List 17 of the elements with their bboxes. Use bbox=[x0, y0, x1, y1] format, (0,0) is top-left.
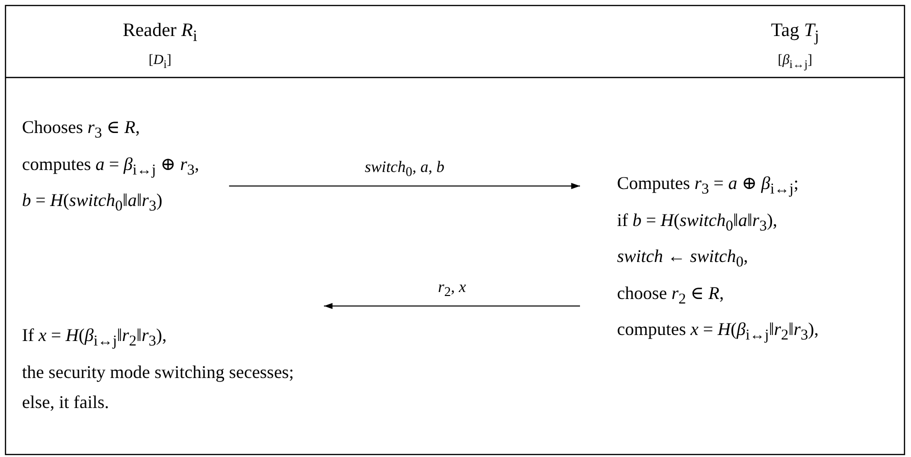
protocol-step-text: the security mode switching secesses; bbox=[22, 360, 294, 384]
protocol-step-text: if b = H(switch$_{0}$‖a‖r$_{3}$), bbox=[617, 208, 778, 236]
column-heading: Reader R$_{i}$ bbox=[122, 19, 198, 47]
protocol-step-text: b = H(switch$_{0}$‖a‖r$_{3}$) bbox=[22, 189, 162, 217]
message-arrow bbox=[229, 182, 580, 190]
protocol-step-text: Computes r$_{3}$ = a ⊕ β$_{i↔j}$; bbox=[617, 172, 799, 200]
message-arrow bbox=[324, 302, 580, 310]
protocol-step-text: computes a = β$_{i↔j}$ ⊕ r$_{3}$, bbox=[22, 152, 200, 180]
protocol-step-text: computes x = H(β$_{i↔j}$‖r$_{2}$‖r$_{3}$), bbox=[617, 318, 819, 346]
protocol-step-text: else, it fails. bbox=[22, 390, 109, 414]
protocol-step-text: choose r$_{2}$ ∈ R, bbox=[617, 282, 724, 310]
protocol-step-text: If x = H(β$_{i↔j}$‖r$_{2}$‖r$_{3}$), bbox=[22, 324, 167, 352]
column-heading: Tag T$_{j}$ bbox=[771, 19, 819, 47]
protocol-step-text: Chooses r$_{3}$ ∈ R, bbox=[22, 116, 140, 144]
key-label: [D$_{i}$] bbox=[148, 52, 172, 73]
protocol-step-text: switch ← switch$_{0}$, bbox=[617, 245, 748, 273]
key-label: [β$_{i↔j}$] bbox=[778, 52, 812, 73]
